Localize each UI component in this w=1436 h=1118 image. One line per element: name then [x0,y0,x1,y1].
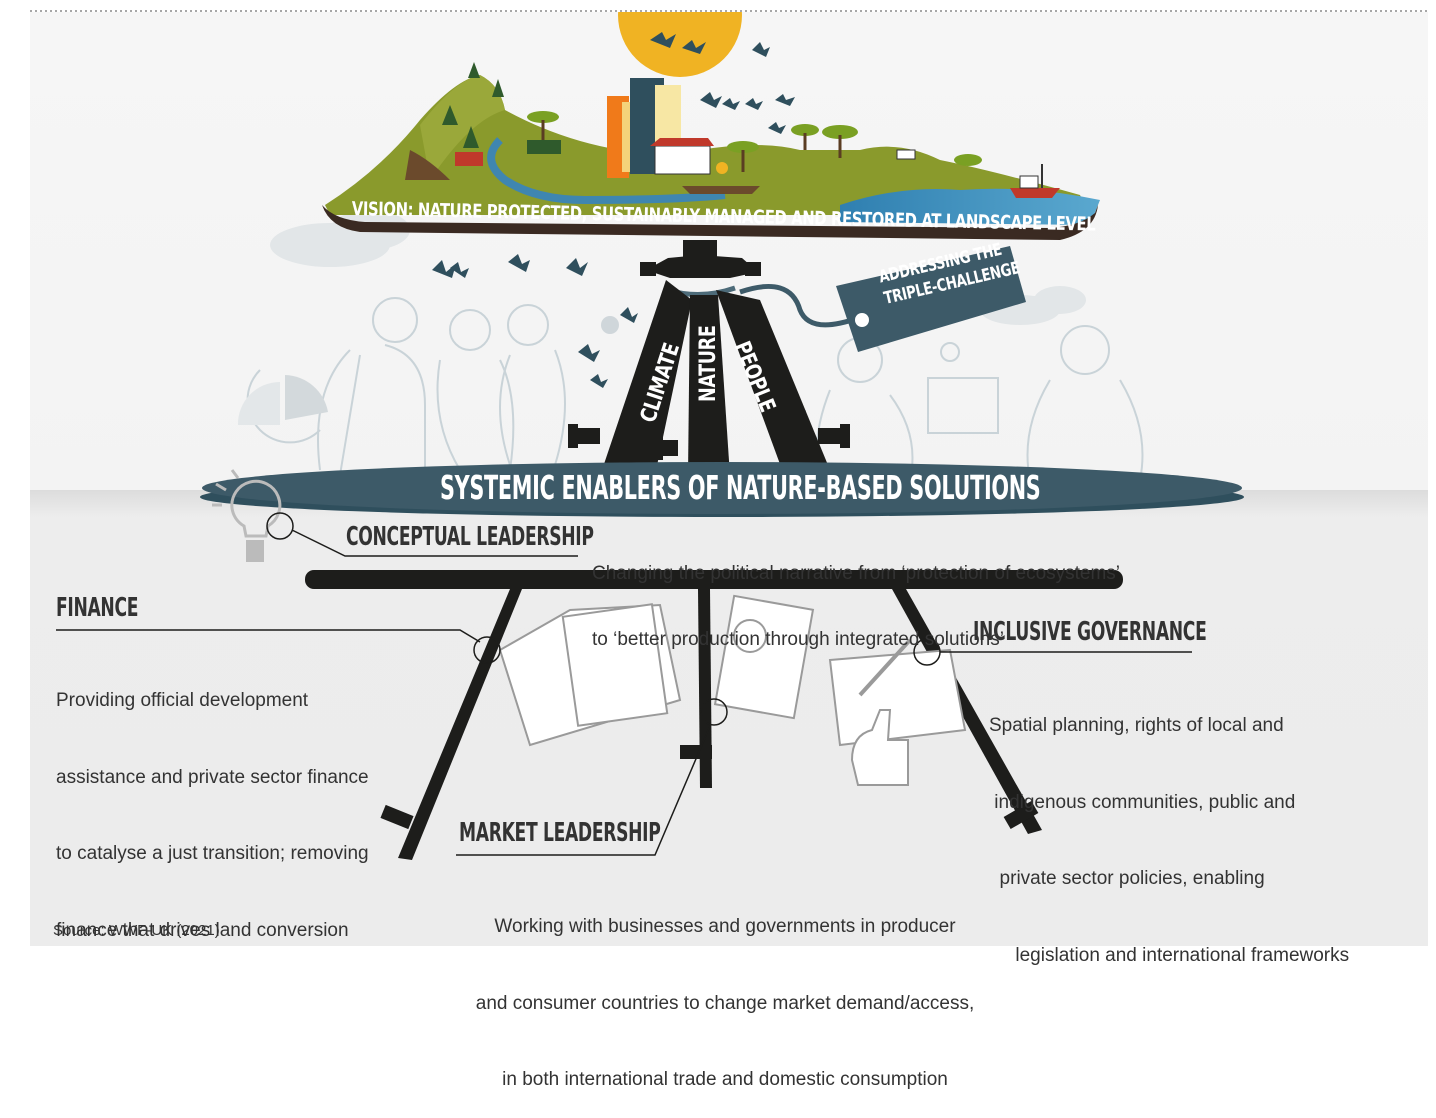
triple-challenge-tag [836,246,1026,352]
market-line-2: and consumer countries to change market … [475,992,975,1014]
governance-line-4: legislation and international frameworks [989,944,1350,966]
finance-text: Providing official development assistanc… [56,637,369,969]
financial-documents-icon [498,594,967,786]
conceptual-leadership-marker [266,512,294,540]
finance-marker [473,636,501,664]
finance-line-4: finance that drives land conversion [56,919,349,941]
source-note: Source: WWF-UK (2021) [53,922,220,939]
home-badge-icon [940,342,960,362]
infographic-canvas [30,0,1428,946]
bottom-background [30,490,1428,946]
canoe-icon [682,186,760,194]
leg-label-nature: NATURE [696,325,721,402]
pie-chart-sketch-icon [237,375,328,425]
market-leadership-heading: MARKET LEADERSHIP [459,818,661,848]
tag-strap [739,283,859,328]
lower-table-legs [380,589,1042,860]
governance-line-1: Spatial planning, rights of local and [989,715,1284,736]
landscape-scene [322,0,1100,240]
conceptual-leadership-heading: CONCEPTUAL LEADERSHIP [346,522,594,552]
dot-sketch-icon [601,316,619,334]
conceptual-line-2: to ‘better production through integrated… [592,629,1004,650]
governance-line-2: indigenous communities, public and [989,791,1296,813]
tripod-structure [568,240,850,476]
market-leadership-text: Working with businesses and governments … [430,863,1020,1118]
inclusive-governance-text: Spatial planning, rights of local and in… [989,662,1349,994]
lower-table-top [305,570,1123,589]
lightbulb-icon [212,469,282,562]
finance-leader-line [56,629,481,643]
market-leader-line [456,725,711,856]
enablers-disc [202,462,1242,514]
tag-hole-icon [855,313,869,327]
governance-line-3: private sector policies, enabling [989,868,1265,889]
fishing-boat-icon [1010,188,1060,198]
tractor-icon [455,152,483,166]
conceptual-leadership-text: Changing the political narrative from ‘p… [592,519,1120,673]
house-icon [654,145,711,175]
pen-icon [858,638,912,697]
finance-line-1: Providing official development [56,690,309,711]
inclusive-governance-heading: INCLUSIVE GOVERNANCE [973,617,1207,647]
market-marker [700,698,728,726]
bird-flock-icons [432,32,795,388]
finance-line-2: assistance and private sector finance [56,766,369,788]
conceptual-leadership-leader-line [291,529,578,557]
systemic-enablers-title: SYSTEMIC ENABLERS OF NATURE-BASED SOLUTI… [440,468,1041,507]
conceptual-line-1: Changing the political narrative from ‘p… [592,563,1121,584]
market-line-3: in both international trade and domestic… [502,1069,948,1090]
finance-line-3: to catalyse a just transition; removing [56,843,369,864]
finance-heading: FINANCE [56,593,139,623]
sun-icon [618,0,742,77]
market-line-1: Working with businesses and governments … [494,916,956,937]
cow-icon [896,149,916,160]
